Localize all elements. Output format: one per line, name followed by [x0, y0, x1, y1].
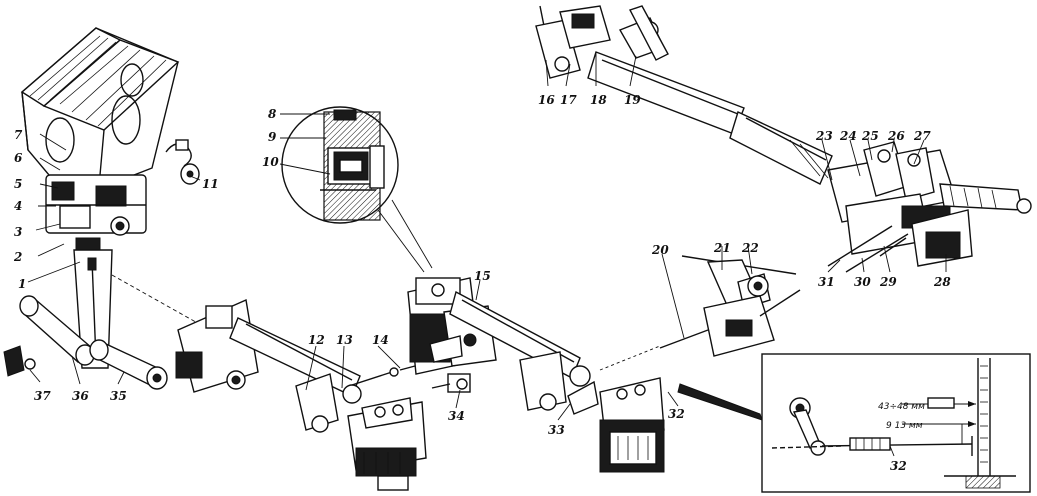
- callout-labels: 1 2 3 4 5 6 7 8 9 10 11 12 13 14 15 16 1…: [13, 93, 951, 473]
- pedal-box-lower: [347, 397, 427, 491]
- lever-assembly: [659, 255, 801, 357]
- callout-20: 20: [651, 243, 669, 257]
- clip-11: [165, 139, 200, 185]
- callout-33: 33: [548, 423, 565, 437]
- callout-35: 35: [110, 389, 127, 403]
- callout-5: 5: [14, 177, 22, 191]
- callout-24: 24: [839, 129, 857, 143]
- bracket-34: [431, 373, 471, 393]
- callout-11: 11: [202, 177, 219, 191]
- callout-26: 26: [887, 129, 905, 143]
- callout-32-inset: 32: [890, 459, 907, 473]
- callout-22: 22: [741, 241, 759, 255]
- dimension-9-13: 9 13 мм: [886, 421, 923, 431]
- right-valve-assembly: [827, 141, 1032, 273]
- callout-29: 29: [879, 275, 897, 289]
- callout-2: 2: [13, 250, 22, 264]
- callout-12: 12: [308, 333, 325, 347]
- callout-28: 28: [933, 275, 951, 289]
- callout-21: 21: [713, 241, 731, 255]
- callout-15: 15: [474, 269, 491, 283]
- callout-19: 19: [624, 93, 641, 107]
- dimension-43-48: 43÷48 мм: [878, 402, 925, 412]
- pedal-box-right: [599, 377, 665, 473]
- hopper-assembly: [3, 27, 200, 390]
- upper-shaft-assembly: [535, 5, 833, 185]
- middle-cross-shaft-15: [449, 290, 599, 415]
- callout-7: 7: [14, 128, 23, 142]
- callout-16: 16: [538, 93, 555, 107]
- callout-18: 18: [590, 93, 607, 107]
- leader-lines: [27, 52, 947, 457]
- callout-3: 3: [14, 225, 22, 239]
- callout-31: 31: [818, 275, 835, 289]
- callout-37: 37: [34, 389, 51, 403]
- callout-9: 9: [268, 130, 277, 144]
- magnifier-detail: [281, 106, 433, 273]
- callout-10: 10: [262, 155, 279, 169]
- inset-detail-box: [761, 353, 1031, 493]
- handle-36: [19, 295, 95, 366]
- callout-23: 23: [815, 129, 833, 143]
- callout-17: 17: [560, 93, 577, 107]
- callout-14: 14: [372, 333, 389, 347]
- callout-36: 36: [72, 389, 89, 403]
- callout-27: 27: [913, 129, 931, 143]
- callout-4: 4: [14, 199, 22, 213]
- callout-6: 6: [14, 151, 23, 165]
- callout-34: 34: [448, 409, 465, 423]
- lower-cross-shaft: [175, 298, 399, 433]
- handle-35: [89, 339, 168, 390]
- callout-25: 25: [861, 129, 879, 143]
- callout-8: 8: [268, 107, 277, 121]
- callout-1: 1: [18, 277, 26, 291]
- callout-13: 13: [336, 333, 353, 347]
- pedal-box-middle: [407, 277, 497, 375]
- callout-30: 30: [854, 275, 871, 289]
- callout-32-main: 32: [668, 407, 685, 421]
